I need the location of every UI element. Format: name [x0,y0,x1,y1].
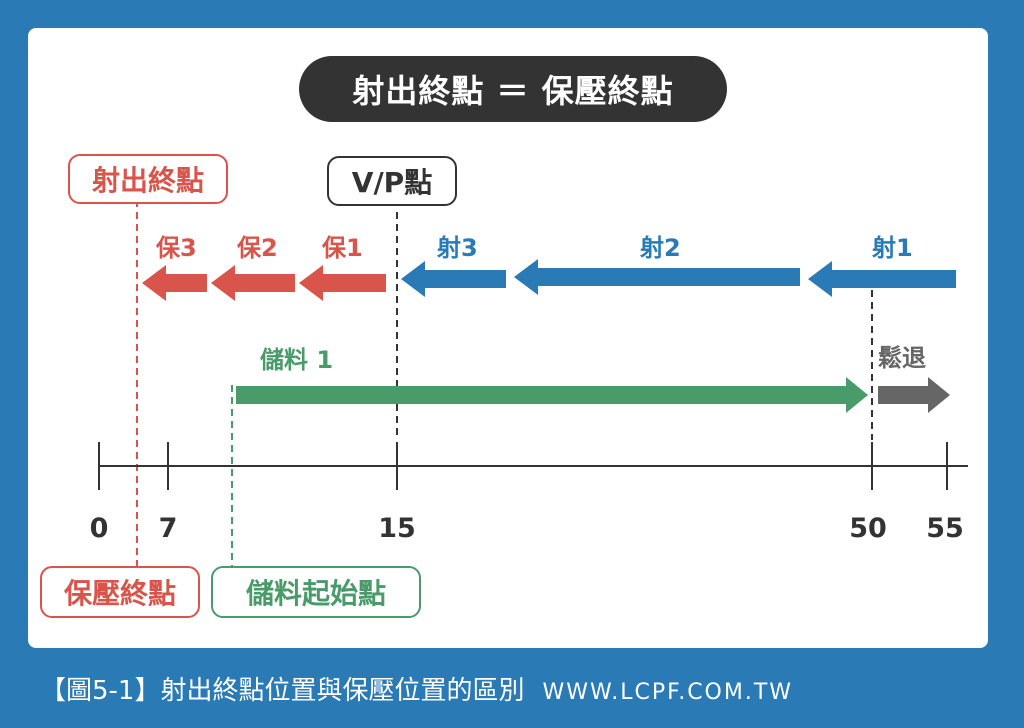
inject2-arrow [514,259,800,295]
inject3-arrow [401,261,506,297]
tick-label-50: 50 [849,513,887,544]
decompress-label: 鬆退 [878,344,926,372]
hold3-label: 保3 [156,234,197,262]
inject1-label: 射1 [872,234,913,262]
tick-label-0: 0 [90,513,109,544]
diagram-card [28,28,988,648]
dosing1-arrow [236,377,868,413]
decompress-arrow [878,377,950,413]
injection-end-tag: 射出終點 [68,154,228,204]
hold2-arrow [211,265,295,301]
inject3-label: 射3 [437,234,478,262]
tick-label-7: 7 [159,513,178,544]
dosing-start-tag: 儲料起始點 [211,566,421,618]
hold1-arrow [299,265,386,301]
dosing1-label: 儲料 1 [260,346,334,374]
website-text: WWW.LCPF.COM.TW [542,680,794,705]
vp-point-tag: V/P點 [327,156,457,206]
tick-label-15: 15 [378,513,416,544]
hold3-arrow [142,265,207,301]
inject2-label: 射2 [640,234,681,262]
hold-end-tag: 保壓終點 [40,566,200,618]
caption-text: 【圖5-1】射出終點位置與保壓位置的區別 [40,676,525,706]
hold2-label: 保2 [237,234,278,262]
hold1-label: 保1 [322,234,363,262]
inject1-arrow [808,261,956,297]
tick-label-55: 55 [926,513,964,544]
figure-caption: 【圖5-1】射出終點位置與保壓位置的區別 WWW.LCPF.COM.TW [40,670,793,707]
page-title: 射出終點 ＝ 保壓終點 [299,56,727,122]
